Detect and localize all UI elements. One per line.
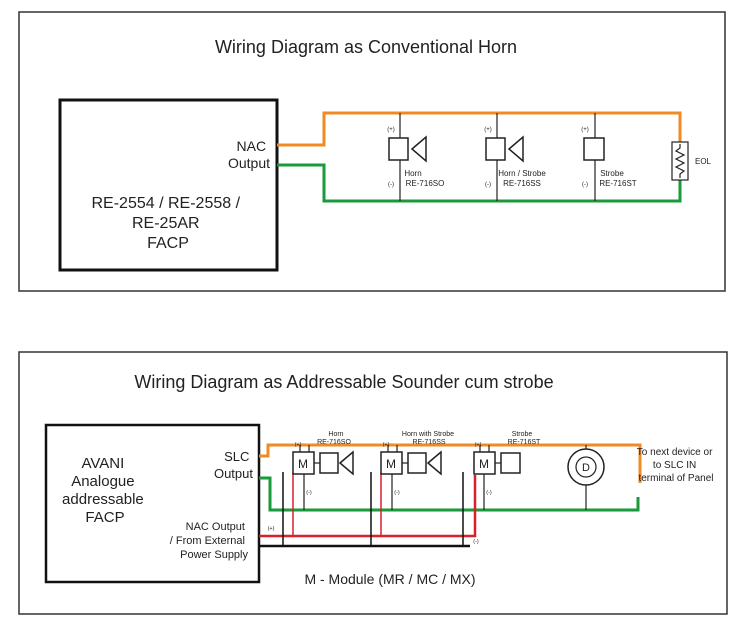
polarity-plus: (+) (475, 442, 482, 448)
device-name-1: Horn (328, 431, 343, 438)
polarity-minus: (-) (306, 490, 312, 496)
module-1: M (292, 451, 315, 475)
device-model-1: RE-716SO (317, 439, 351, 446)
nac-positive-red-wire (259, 475, 477, 538)
horn-strobe-device-1 (485, 135, 524, 163)
polarity-plus: (+) (295, 442, 302, 448)
device-name-2: Horn with Strobe (402, 431, 454, 438)
slc-negative-wire (259, 476, 640, 512)
module-letter: M (298, 457, 308, 471)
module-letter: M (479, 457, 489, 471)
polarity-plus: (+) (268, 526, 275, 532)
horn-icon (410, 135, 427, 163)
polarity-minus: (-) (388, 182, 394, 188)
eol-label: EOL (695, 157, 712, 166)
polarity-plus: (+) (581, 127, 589, 133)
polarity-minus: (-) (473, 539, 479, 545)
device-name-1: Horn (404, 169, 421, 178)
module-legend: M - Module (MR / MC / MX) (304, 571, 475, 587)
polarity-minus: (-) (485, 182, 491, 188)
detector-letter: D (582, 462, 590, 474)
device-name-3: Strobe (600, 169, 624, 178)
device-name-3: Strobe (512, 431, 533, 438)
slc-positive-wire (259, 443, 642, 483)
diagram2-title: Wiring Diagram as Addressable Sounder cu… (134, 372, 553, 392)
diagram1-frame (18, 11, 726, 292)
strobe-device-2 (500, 452, 521, 474)
horn-icon (507, 135, 524, 163)
facp-panel-2 (44, 423, 261, 584)
polarity-plus: (+) (387, 127, 395, 133)
nac-output-label: NAC Output (228, 138, 270, 171)
horn-device-2 (319, 450, 354, 476)
module-letter: M (386, 457, 396, 471)
strobe-device-1 (583, 137, 605, 161)
nac-negative-wire (277, 163, 682, 203)
nac-positive-wire (277, 111, 682, 147)
next-device-label: To next device or to SLC IN terminal of … (637, 447, 715, 484)
polarity-minus: (-) (582, 182, 588, 188)
facp-label-2: AVANI Analogue addressable FACP (62, 455, 148, 526)
device-model-2: RE-716SS (412, 439, 445, 446)
polarity-plus: (+) (383, 442, 390, 448)
horn-device-1 (388, 135, 427, 163)
device-model-1: RE-716SO (406, 179, 445, 188)
device-model-3: RE-716ST (599, 179, 636, 188)
detector: D (567, 445, 605, 510)
polarity-plus: (+) (484, 127, 492, 133)
polarity-minus: (-) (486, 490, 492, 496)
device-name-2: Horn / Strobe (498, 169, 546, 178)
device-model-3: RE-716ST (508, 439, 541, 446)
nac-external-label: NAC Output / From External Power Supply (170, 521, 249, 561)
slc-output-label: SLC Output (214, 449, 253, 481)
resistor-icon (674, 144, 686, 178)
facp-panel-1 (58, 98, 279, 272)
horn-strobe-device-2 (407, 450, 442, 476)
module-3: M (473, 451, 496, 475)
eol-resistor (671, 141, 689, 181)
horn-icon (426, 450, 442, 476)
facp-label-1: RE-2554 / RE-2558 / RE-25AR FACP (92, 195, 245, 252)
module-2: M (380, 451, 403, 475)
polarity-minus: (-) (394, 490, 400, 496)
diagram2-frame (18, 351, 728, 615)
device-model-2: RE-716SS (503, 179, 541, 188)
horn-icon (338, 450, 354, 476)
diagram1-title: Wiring Diagram as Conventional Horn (215, 37, 517, 57)
